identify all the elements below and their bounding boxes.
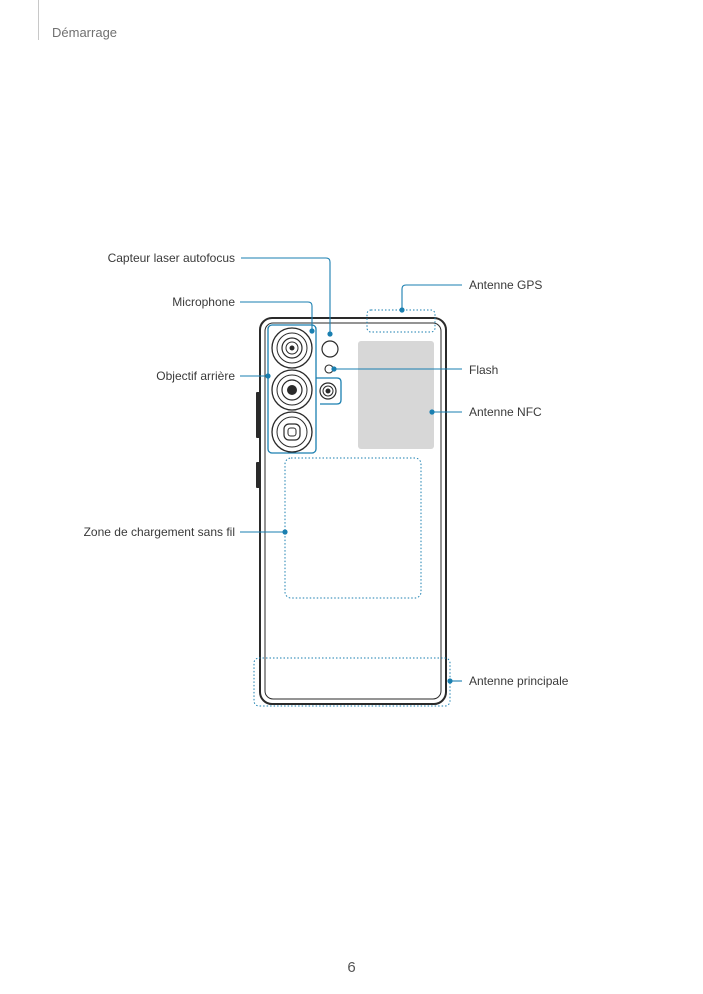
nfc-antenna-area (358, 341, 434, 449)
rear-camera-lens-1 (271, 327, 313, 369)
label-microphone: Microphone (172, 295, 235, 309)
callout-dots (265, 307, 453, 684)
laser-af-sensor (321, 340, 339, 358)
label-wireless-charging: Zone de chargement sans fil (83, 525, 235, 539)
label-nfc-antenna: Antenne NFC (469, 405, 542, 419)
label-rear-lens: Objectif arrière (156, 369, 235, 383)
section-title: Démarrage (52, 25, 118, 40)
label-laser-autofocus: Capteur laser autofocus (107, 251, 235, 265)
header-rule (38, 0, 39, 40)
rear-camera-lens-2 (271, 369, 313, 411)
label-flash: Flash (469, 363, 499, 377)
rear-camera-lens-4 (319, 382, 337, 400)
rear-camera-lens-3 (271, 411, 313, 453)
wireless-charging-zone (284, 457, 422, 599)
main-antenna-zone (253, 657, 451, 707)
page-number: 6 (347, 959, 356, 976)
rear-lens-bracket (267, 324, 317, 454)
label-gps-antenna: Antenne GPS (469, 278, 543, 292)
label-main-antenna: Antenne principale (469, 674, 569, 688)
callout-lines (240, 257, 462, 682)
gps-antenna-zone (366, 309, 436, 333)
volume-key (256, 392, 260, 438)
side-key (256, 462, 260, 488)
